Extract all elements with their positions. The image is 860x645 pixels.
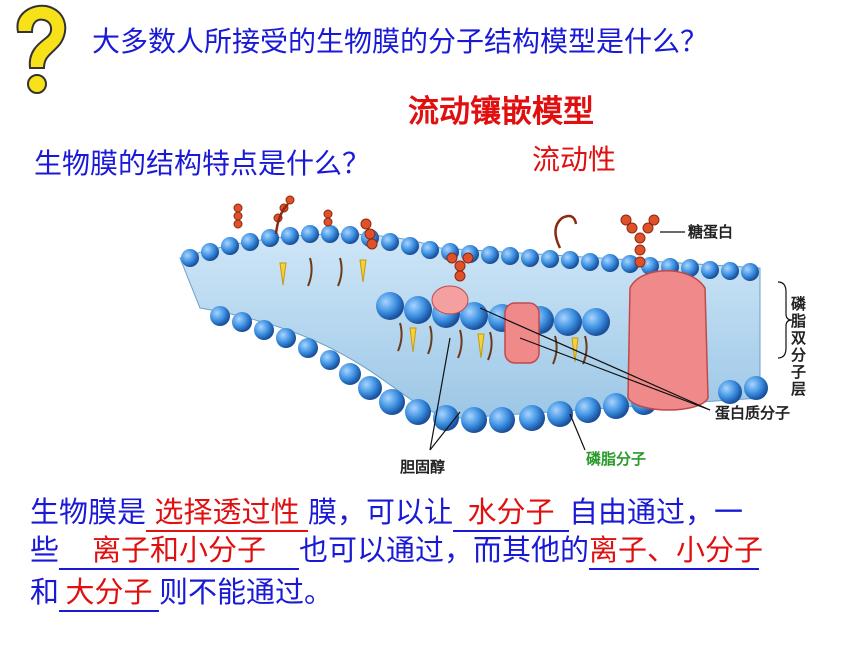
label-protein: 蛋白质分子 bbox=[715, 404, 790, 422]
statement-line-3: 和大分子则不能通过。 bbox=[30, 572, 333, 612]
statement-line-2: 些离子和小分子也可以通过，而其他的离子、小分子 bbox=[30, 530, 763, 570]
blank-ions-small-molecules: 离子和小分子 bbox=[59, 532, 300, 570]
blank-macromolecules: 大分子 bbox=[59, 574, 160, 612]
statement-line-1: 生物膜是选择透过性膜，可以让水分子自由通过，一 bbox=[30, 492, 743, 532]
question-mark-icon bbox=[16, 4, 67, 94]
answer-fluidity: 流动性 bbox=[532, 143, 617, 176]
svg-text:磷脂双分子层: 磷脂双分子层 bbox=[789, 295, 807, 398]
question-structure-feature: 生物膜的结构特点是什么？ bbox=[34, 147, 371, 180]
question-structure-model: 大多数人所接受的生物膜的分子结构模型是什么？ bbox=[92, 25, 709, 58]
protein-molecules bbox=[431, 270, 709, 411]
blank-other-ions-small-molecules: 离子、小分子 bbox=[589, 532, 763, 570]
answer-fluid-mosaic-model: 流动镶嵌模型 bbox=[408, 94, 594, 130]
membrane-diagram: 糖蛋白 磷脂双分子层 蛋白质分子 胆固醇 磷脂分子 bbox=[179, 195, 807, 476]
label-cholesterol: 胆固醇 bbox=[400, 458, 445, 476]
blank-selective-permeability: 选择透过性 bbox=[146, 494, 309, 532]
cholesterol-molecules bbox=[279, 259, 579, 363]
label-bilayer-vertical: 磷脂双分子层 bbox=[789, 295, 807, 398]
label-glycoprotein: 糖蛋白 bbox=[688, 223, 733, 241]
label-phospholipid: 磷脂分子 bbox=[586, 450, 646, 468]
blank-water-molecules: 水分子 bbox=[453, 494, 570, 532]
glycoprotein-chains bbox=[233, 195, 660, 282]
